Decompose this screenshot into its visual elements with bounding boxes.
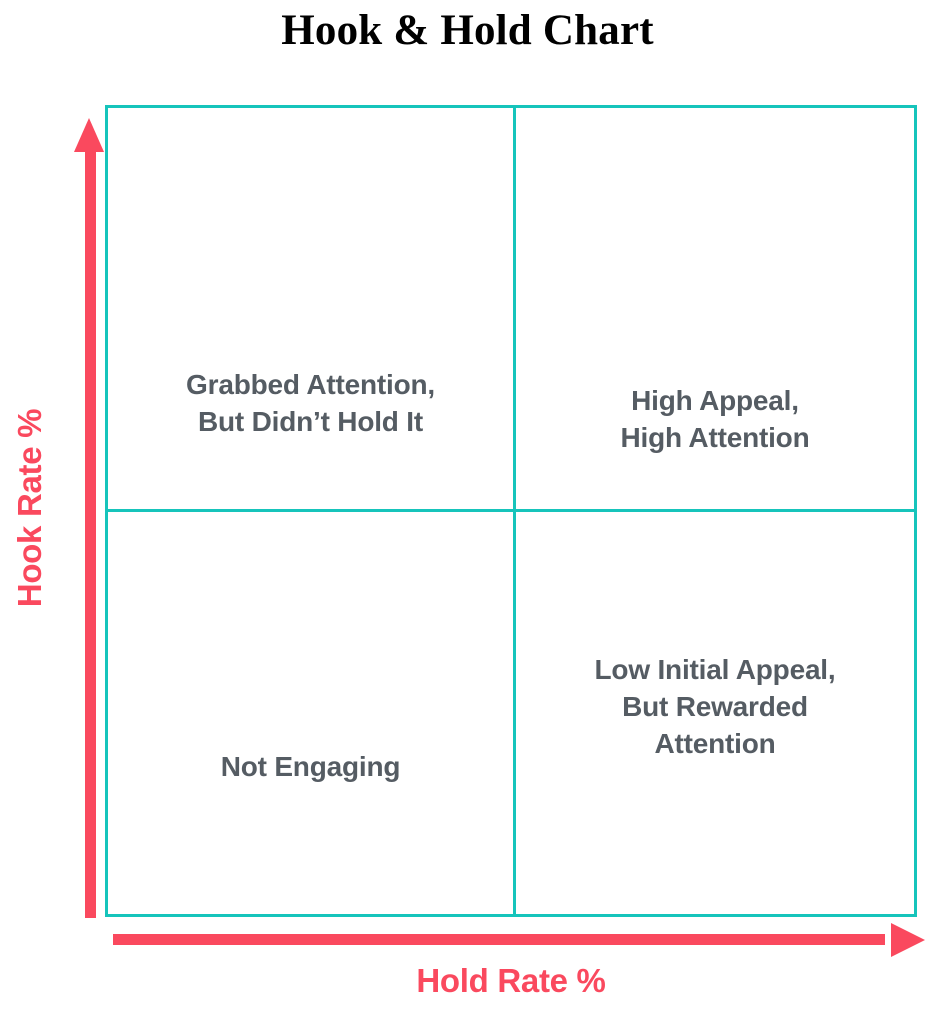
x-axis-arrowhead-icon [891,923,925,957]
quadrant-chart-area: Grabbed Attention, But Didn’t Hold It Hi… [105,105,917,917]
quadrant-divider-horizontal [108,509,914,512]
quadrant-bottom-left: Not Engaging [108,512,513,914]
y-axis-arrow [74,118,104,918]
quadrant-bottom-left-label: Not Engaging [220,751,401,782]
quadrant-bottom-right: Low Initial Appeal, But Rewarded Attenti… [516,512,914,914]
quadrant-top-right: High Appeal, High Attention [516,108,914,509]
quadrant-bottom-right-label: Low Initial Appeal, But Rewarded Attenti… [594,654,836,759]
quadrant-top-left: Grabbed Attention, But Didn’t Hold It [108,108,513,509]
quadrant-top-left-label: Grabbed Attention, But Didn’t Hold It [186,369,435,438]
y-axis-arrowhead-icon [74,118,104,152]
x-axis-line [113,934,885,945]
y-axis-line [85,148,96,918]
chart-title: Hook & Hold Chart [281,7,654,54]
y-axis-label-text: Hook Rate % [11,408,48,608]
x-axis-arrow [113,923,925,957]
x-axis-label: Hold Rate % [416,962,606,999]
quadrant-top-right-label: High Appeal, High Attention [620,385,810,454]
